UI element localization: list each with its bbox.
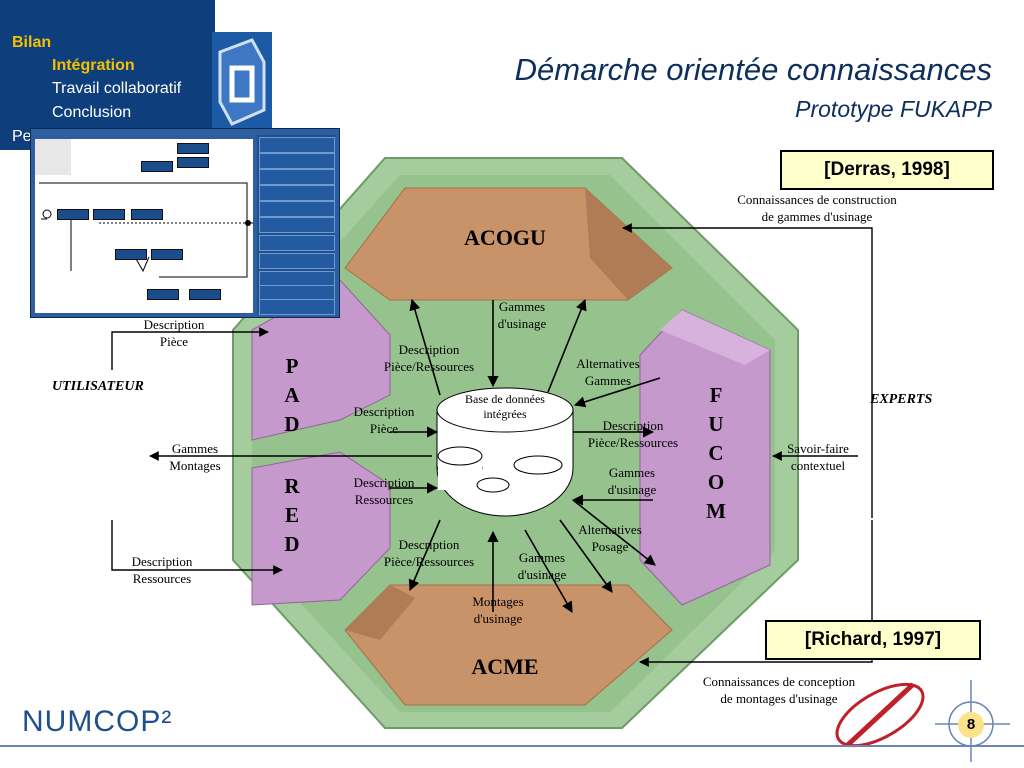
screenshot-node bbox=[57, 209, 89, 220]
arrow-fucom-alt-posage bbox=[572, 499, 656, 566]
red-shape bbox=[251, 451, 391, 606]
arrow-user-pad bbox=[111, 327, 269, 370]
arrow-fucom-alt-gammes bbox=[573, 377, 661, 408]
arrow-expert-acogu bbox=[622, 223, 873, 518]
nav-item-bilan[interactable]: Bilan bbox=[12, 34, 52, 51]
screenshot-node bbox=[177, 143, 209, 154]
page-title: Démarche orientée connaissances bbox=[514, 52, 992, 87]
nav-item-travail-collaboratif[interactable]: Travail collaboratif bbox=[52, 80, 182, 97]
screenshot-node bbox=[177, 157, 209, 168]
screenshot-properties-panel bbox=[257, 135, 335, 315]
screenshot-node bbox=[115, 249, 147, 260]
prototype-screenshot bbox=[30, 128, 340, 318]
arrow-db-acme-mid bbox=[524, 529, 573, 613]
ref-richard: [Richard, 1997] bbox=[765, 620, 981, 660]
screenshot-node bbox=[189, 289, 221, 300]
module-acogu: ACOGU bbox=[464, 225, 546, 250]
actor-experts: EXPERTS bbox=[870, 392, 933, 407]
screenshot-node bbox=[131, 209, 163, 220]
screenshot-node bbox=[147, 289, 179, 300]
page-subtitle: Prototype FUKAPP bbox=[795, 96, 992, 122]
nav-item-conclusion[interactable]: Conclusion bbox=[52, 104, 132, 121]
module-acme: ACME bbox=[471, 654, 539, 679]
numcop-logo: NUMCOP² bbox=[22, 705, 173, 738]
screenshot-node bbox=[141, 161, 173, 172]
screenshot-node bbox=[151, 249, 183, 260]
pad-shape bbox=[251, 279, 391, 441]
ref-derras: [Derras, 1998] bbox=[780, 150, 994, 190]
nav-item-partial[interactable]: Pe bbox=[12, 128, 32, 145]
university-stamp bbox=[835, 682, 925, 748]
arrow-db-acme-left bbox=[408, 519, 441, 592]
arrow-db-acogu-left bbox=[409, 298, 441, 396]
database-cylinder bbox=[436, 387, 574, 517]
institution-logo bbox=[212, 32, 272, 137]
arrow-db-acme-right bbox=[559, 519, 613, 593]
footer-divider bbox=[0, 745, 1024, 747]
arrow-user-red bbox=[111, 520, 283, 575]
actor-utilisateur: UTILISATEUR bbox=[52, 379, 144, 394]
nav-panel: Bilan Intégration Travail collaboratif C… bbox=[0, 0, 215, 150]
screenshot-node bbox=[93, 209, 125, 220]
nav-item-integration[interactable]: Intégration bbox=[52, 57, 135, 74]
arrow-expert-acme bbox=[639, 520, 873, 667]
arrow-db-acogu-right bbox=[547, 298, 587, 393]
page-number: 8 bbox=[958, 712, 984, 738]
screenshot-drawing-area bbox=[35, 139, 253, 313]
